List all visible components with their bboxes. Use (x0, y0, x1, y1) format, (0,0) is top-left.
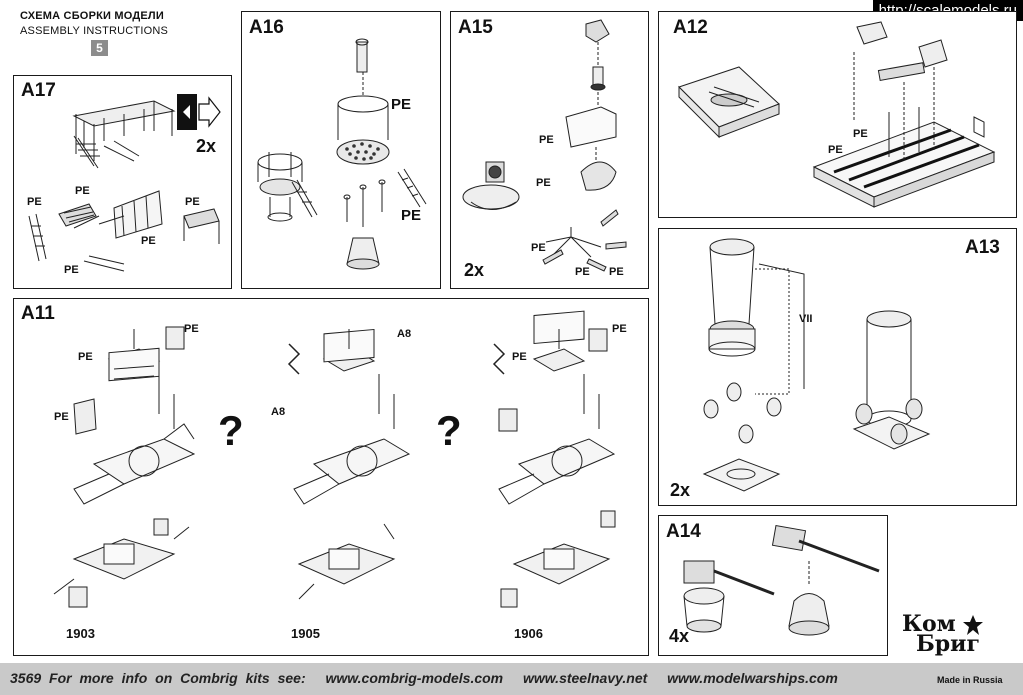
pe-label: PE (612, 323, 627, 335)
pe-label: PE (391, 96, 412, 113)
panel-a16-label: A16 (249, 17, 284, 38)
panel-a15-label: A15 (458, 17, 493, 38)
panel-a15-multiplier: 2x (464, 260, 485, 280)
question-mark: ? (218, 407, 244, 454)
footer-link-steelnavy[interactable]: www.steelnavy.net (523, 670, 648, 686)
logo-line2: Бриг (916, 631, 980, 657)
pe-label: PE (184, 323, 199, 335)
pe-label: PE (27, 196, 42, 208)
a12-deck-boat-drawing (678, 21, 996, 208)
a13-funnel-drawing (702, 238, 931, 492)
star-icon (962, 614, 984, 636)
page-number-badge: 5 (91, 40, 108, 56)
question-mark: ? (436, 407, 462, 454)
logo-line1: Ком (902, 611, 956, 637)
pe-label: PE (609, 266, 624, 278)
panel-a17-label: A17 (21, 80, 56, 101)
pe-label: PE (75, 185, 90, 197)
footer-info: 3569 For more info on Combrig kits see: (10, 670, 306, 686)
a11-bridge-drawing (53, 310, 616, 608)
panel-a14: A14 4x (658, 515, 888, 656)
header-title-en: ASSEMBLY INSTRUCTIONS (20, 25, 169, 37)
panel-a14-multiplier: 4x (669, 626, 690, 646)
panel-a12-label: A12 (673, 17, 708, 38)
roman-numeral-label: VII (799, 313, 813, 325)
year-label-1906: 1906 (514, 626, 543, 641)
pe-label: PE (78, 351, 93, 363)
panel-a17: A17 2x PE PE PE PE PE (13, 75, 232, 289)
pe-label: PE (401, 207, 422, 224)
a8-ref-label: A8 (271, 406, 286, 418)
pe-label: PE (141, 235, 156, 247)
panel-a13-label: A13 (965, 237, 1000, 258)
footer-link-modelwarships[interactable]: www.modelwarships.com (667, 670, 838, 686)
a14-gun-drawing (683, 524, 880, 636)
pe-label: PE (512, 351, 527, 363)
a16-searchlight-platform-drawing (257, 38, 427, 270)
panel-a17-multiplier: 2x (196, 136, 217, 156)
header-title-ru: СХЕМА СБОРКИ МОДЕЛИ (20, 10, 164, 22)
pe-label: PE (828, 144, 843, 156)
panel-a14-label: A14 (666, 521, 701, 542)
combrig-logo: Ком Бриг (902, 611, 980, 657)
footer-bar (0, 663, 1023, 695)
panel-a11-label: A11 (21, 303, 55, 324)
pe-label: PE (539, 134, 554, 146)
panel-a15: A15 2x PE PE PE PE PE (450, 11, 649, 289)
footer-text: 3569 For more info on Combrig kits see: … (10, 670, 850, 686)
pe-label: PE (531, 242, 546, 254)
made-in-russia: Made in Russia (937, 675, 1003, 685)
panel-a13: A13 2x VII (658, 228, 1017, 506)
footer-link-combrig[interactable]: www.combrig-models.com (325, 670, 504, 686)
pe-label: PE (536, 177, 551, 189)
panel-a13-multiplier: 2x (670, 480, 691, 500)
pe-label: PE (575, 266, 590, 278)
panel-a12: A12 PE PE PE (658, 11, 1017, 218)
arrow-box-icon (177, 94, 221, 130)
pe-label: PE (54, 411, 69, 423)
a8-ref-label: A8 (397, 328, 412, 340)
pe-label: PE (185, 196, 200, 208)
year-label-1903: 1903 (66, 626, 95, 641)
a17-platform-drawing (28, 100, 220, 272)
pe-label: PE (64, 264, 79, 276)
a15-rangefinder-drawing (462, 19, 627, 272)
panel-a16: A16 PE PE (241, 11, 441, 289)
pe-label: PE (853, 128, 868, 140)
year-label-1905: 1905 (291, 626, 320, 641)
panel-a11: A11 ? ? 1903 1905 1906 PE PE PE PE PE A8… (13, 298, 649, 656)
